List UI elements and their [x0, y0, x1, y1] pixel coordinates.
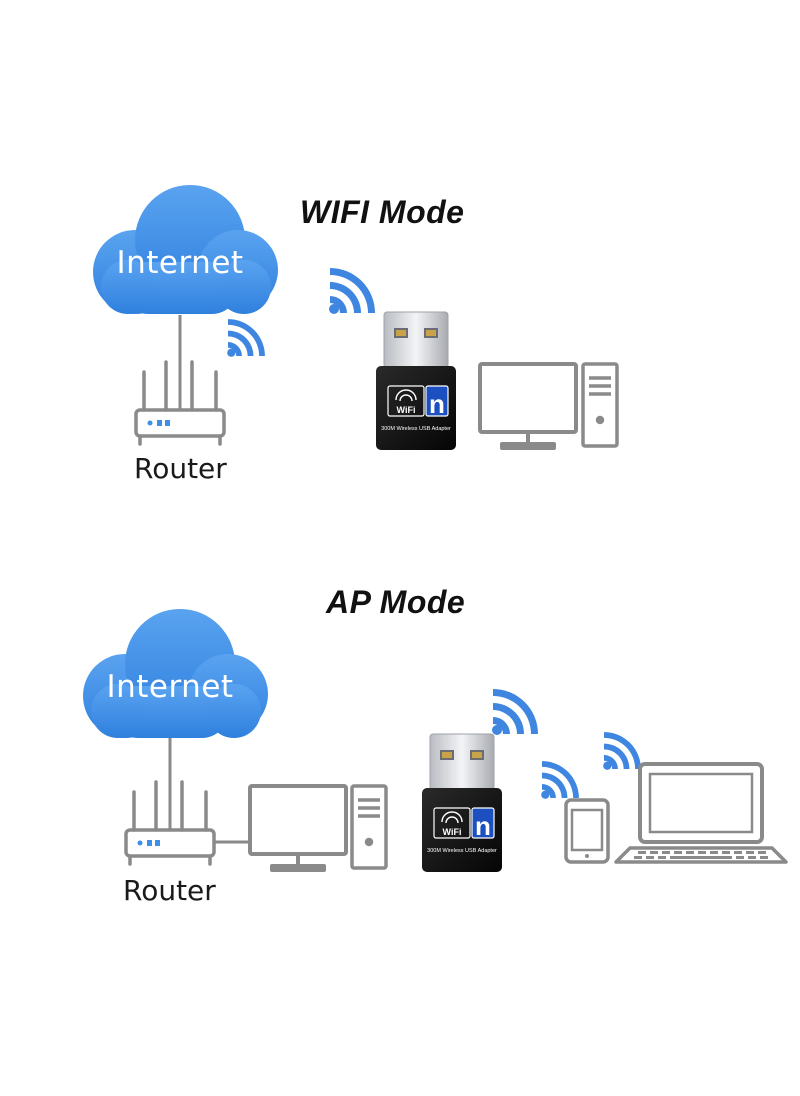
- adapter-badge: WiFi: [443, 827, 462, 837]
- desktop-pc-icon: [248, 784, 388, 872]
- wifi-mode-title: WIFI Mode: [300, 194, 465, 230]
- wifi-signal-icon: [541, 761, 579, 799]
- wifi-mode-diagram: Internet WiFi n 300M Wireless US: [93, 185, 619, 451]
- cloud-icon: Internet: [93, 185, 278, 314]
- desktop-pc-icon: [478, 362, 619, 450]
- adapter-text: 300M Wireless USB Adapter: [381, 426, 451, 432]
- wifi-signal-icon: [492, 689, 538, 735]
- usb-wifi-adapter: WiFi n 300M Wireless USB Adapter: [421, 733, 503, 873]
- internet-label: Internet: [106, 669, 233, 705]
- ap-mode-router-label: Router: [123, 874, 216, 907]
- ap-mode-title: AP Mode: [326, 584, 466, 620]
- wifi-signal-icon: [329, 268, 375, 314]
- router-icon: [134, 360, 226, 446]
- router-icon: [124, 780, 216, 866]
- usb-wifi-adapter: WiFi n 300M Wireless USB Adapter: [375, 311, 457, 451]
- tablet-icon: [564, 798, 610, 864]
- adapter-text: 300M Wireless USB Adapter: [427, 848, 497, 854]
- adapter-badge: WiFi: [397, 405, 416, 415]
- cloud-icon: Internet: [83, 609, 268, 738]
- wifi-signal-icon: [603, 732, 641, 770]
- wifi-signal-icon: [227, 319, 265, 357]
- wifi-mode-router-label: Router: [134, 452, 227, 485]
- internet-label: Internet: [116, 245, 243, 281]
- laptop-icon: [614, 762, 788, 864]
- adapter-logo: n: [429, 389, 445, 419]
- ap-mode-diagram: Internet WiFi n 300M Wireless USB Adapte…: [83, 609, 788, 873]
- adapter-logo: n: [475, 811, 491, 841]
